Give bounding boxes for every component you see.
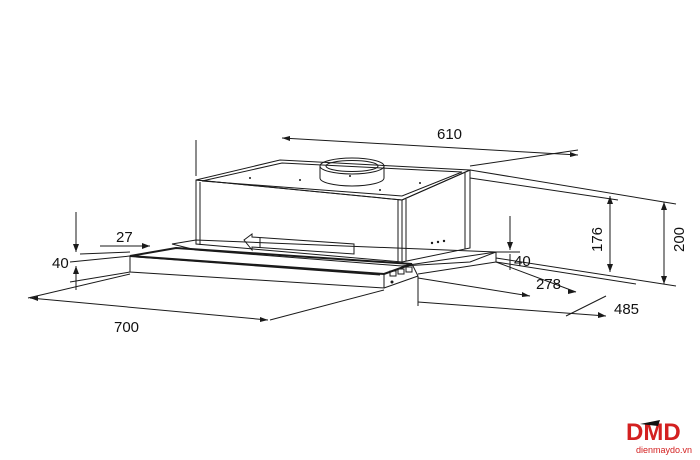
exhaust-collar [319, 157, 385, 187]
dim-depth-overall: 485 [614, 301, 639, 318]
slider-tray [129, 239, 497, 289]
hood-body [195, 159, 471, 263]
dim-front-step: 40 [514, 253, 531, 270]
dmd-logo: DMD dienmaydo.vn [626, 419, 692, 455]
dimension-lines [27, 136, 677, 322]
dim-height-body: 176 [589, 227, 606, 252]
brand-url: dienmaydo.vn [636, 445, 692, 455]
dim-height-overall: 200 [671, 227, 688, 252]
dim-front-height: 40 [52, 255, 69, 272]
dim-front-lip: 27 [116, 229, 133, 246]
dim-width-top: 610 [437, 126, 462, 143]
dim-width-front: 700 [114, 319, 139, 336]
dim-depth-slider: 278 [536, 276, 561, 293]
